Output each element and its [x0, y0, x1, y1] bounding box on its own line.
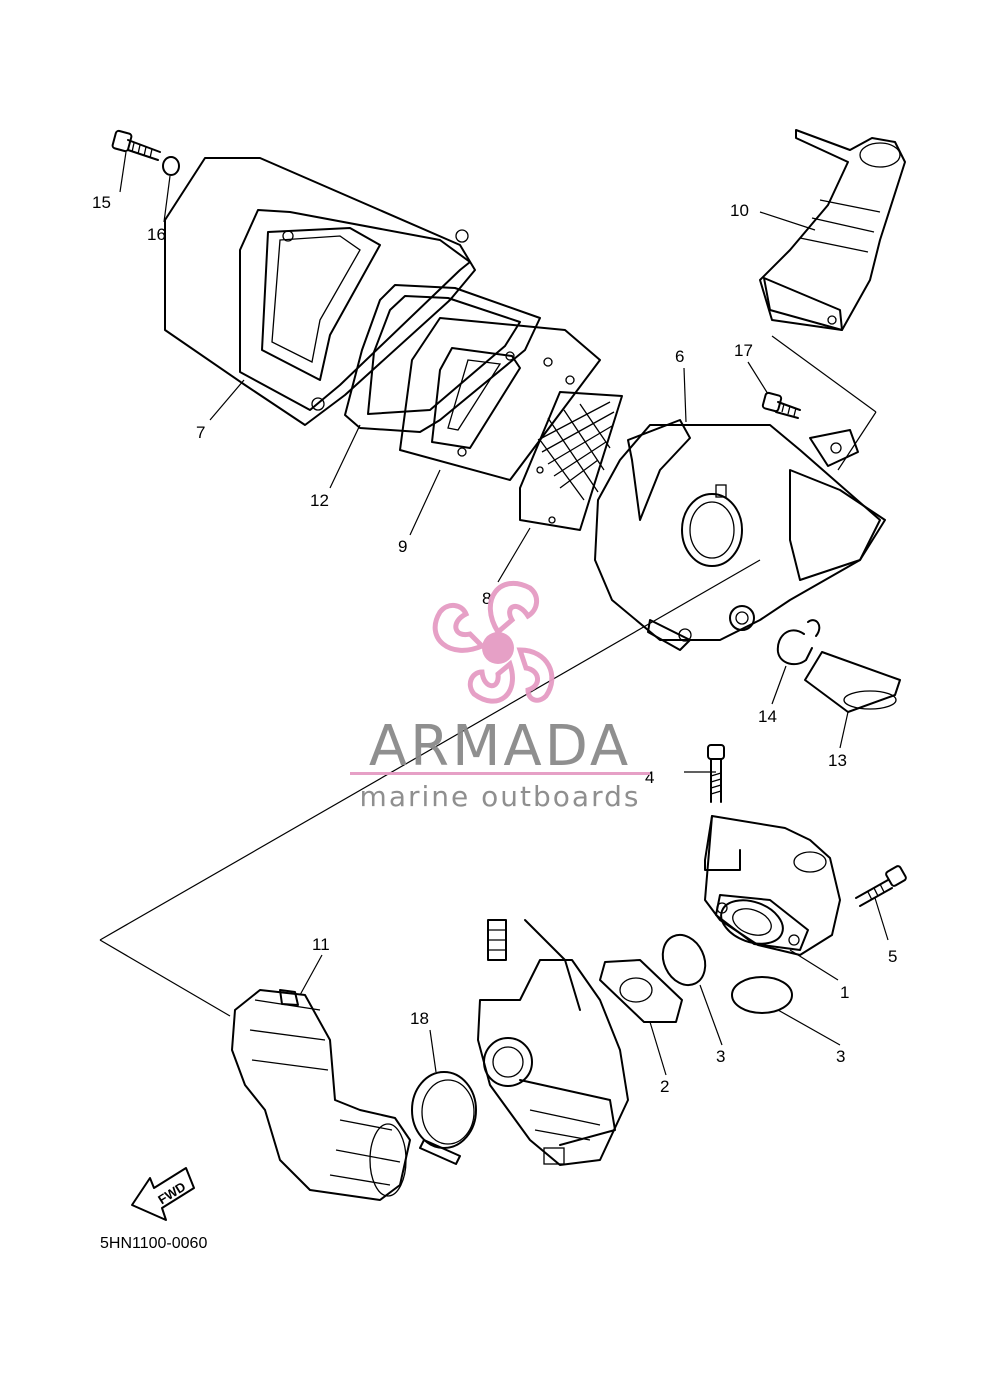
callout-1: 1: [840, 983, 849, 1002]
watermark-tagline: marine outboards: [360, 780, 641, 813]
o-ring-part-3b[interactable]: [731, 976, 793, 1014]
bolt-part-4[interactable]: [707, 744, 725, 803]
callout-3b: 3: [836, 1047, 845, 1066]
intake-tube-part-11[interactable]: [231, 989, 411, 1201]
callout-6: 6: [675, 347, 684, 366]
callout-10: 10: [730, 201, 749, 220]
bolt-part-15[interactable]: [111, 129, 161, 161]
callout-numbers: 15 16 7 12 9 8 6 17 10 14 13 4 5 1 3 3 2…: [92, 193, 897, 1096]
callout-15: 15: [92, 193, 111, 212]
washer-part-16[interactable]: [162, 156, 180, 176]
clip-part-14[interactable]: [776, 619, 821, 666]
leader-lines: [99, 335, 877, 1017]
forward-direction-arrow: FWD: [131, 1167, 195, 1221]
airbox-cover-part-7[interactable]: [164, 157, 476, 426]
propeller-logo-icon: [432, 580, 555, 704]
armada-watermark: ARMADA marine outboards: [350, 580, 650, 813]
airbox-housing-part-6[interactable]: [594, 419, 886, 651]
carburetor[interactable]: [477, 919, 629, 1166]
gasket-part-2[interactable]: [599, 959, 683, 1023]
bolt-part-17[interactable]: [761, 391, 801, 419]
callout-12: 12: [310, 491, 329, 510]
callout-8: 8: [482, 589, 491, 608]
callout-7: 7: [196, 423, 205, 442]
reed-plate-part-9[interactable]: [399, 317, 601, 481]
callout-16: 16: [147, 225, 166, 244]
callout-14: 14: [758, 707, 777, 726]
callout-3a: 3: [716, 1047, 725, 1066]
watermark-brand: ARMADA: [369, 714, 631, 779]
gasket-part-12[interactable]: [344, 284, 541, 433]
screen-part-8[interactable]: [519, 391, 623, 531]
intake-manifold-part-1[interactable]: [704, 815, 841, 956]
intake-duct-part-10[interactable]: [759, 129, 906, 331]
callout-2: 2: [660, 1077, 669, 1096]
callout-17: 17: [734, 341, 753, 360]
callout-9: 9: [398, 537, 407, 556]
callout-11: 11: [312, 935, 330, 954]
diagram-code: 5HN1100-0060: [100, 1235, 207, 1252]
callout-13: 13: [828, 751, 847, 770]
clamp-part-18[interactable]: [411, 1071, 477, 1165]
callout-5: 5: [888, 947, 897, 966]
drain-tube-part-13[interactable]: [804, 651, 901, 713]
bolt-part-5[interactable]: [855, 865, 907, 907]
callout-leaders: [119, 151, 889, 1076]
callout-4: 4: [645, 768, 654, 787]
o-ring-part-3a[interactable]: [655, 928, 713, 992]
callout-18: 18: [410, 1009, 429, 1028]
